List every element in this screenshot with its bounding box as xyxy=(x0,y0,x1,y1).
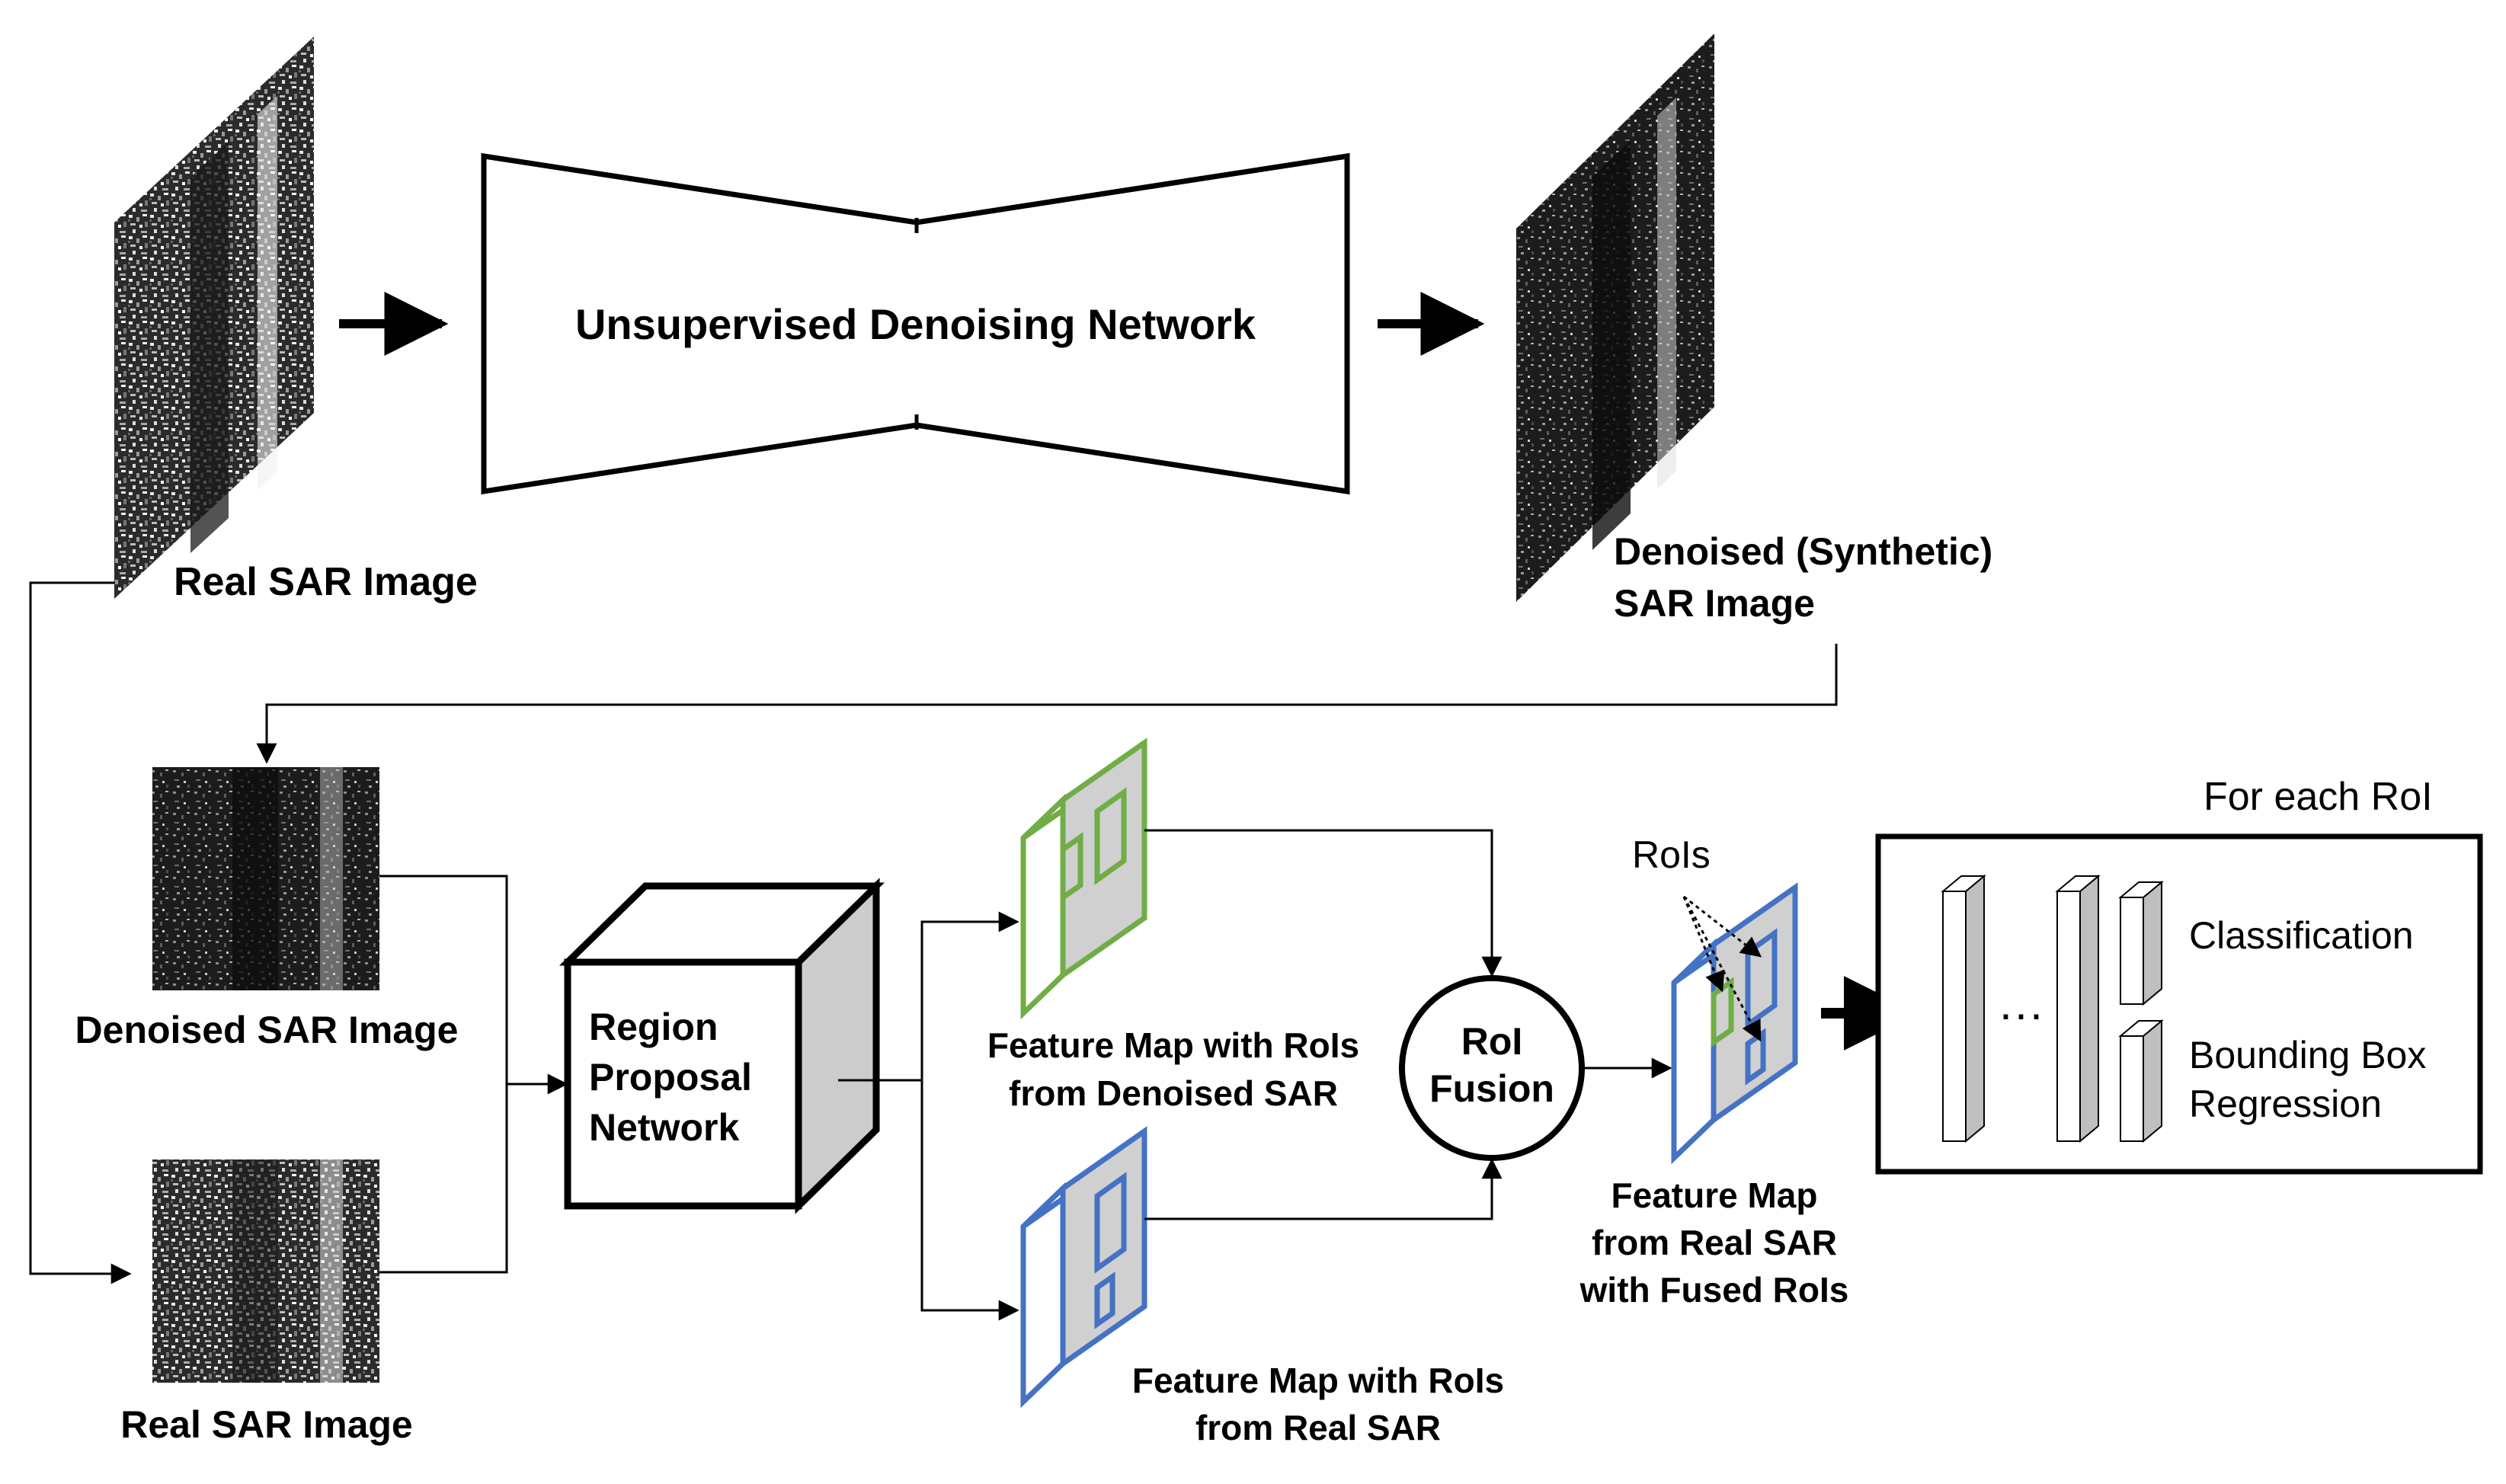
denoised-sar-image-bottom xyxy=(152,767,379,990)
connector-denoised-to-bottom xyxy=(256,644,1838,764)
label-rpn-1: Region xyxy=(589,1006,719,1048)
label-rois: RoIs xyxy=(1632,833,1711,876)
label-denoised-synthetic-1: Denoised (Synthetic) xyxy=(1614,530,1993,573)
label-roi-fusion-1: RoI xyxy=(1461,1020,1523,1063)
label-real-sar-bottom: Real SAR Image xyxy=(120,1403,413,1446)
label-classification: Classification xyxy=(2189,914,2414,957)
denoised-sar-image-top xyxy=(1516,34,1714,602)
label-bbox-2: Regression xyxy=(2189,1083,2382,1125)
label-denoised-sar-image: Denoised SAR Image xyxy=(75,1009,459,1051)
label-fused-2: from Real SAR xyxy=(1591,1223,1838,1262)
feature-map-real xyxy=(1020,1126,1147,1409)
label-fm-denoised-1: Feature Map with RoIs xyxy=(987,1025,1360,1065)
label-fused-3: with Fused RoIs xyxy=(1579,1270,1849,1310)
label-rpn-3: Network xyxy=(589,1106,740,1149)
feature-map-denoised xyxy=(1020,737,1147,1020)
feature-map-fused xyxy=(1671,882,1798,1165)
label-denoising-network: Unsupervised Denoising Network xyxy=(574,300,1256,348)
label-denoised-synthetic-2: SAR Image xyxy=(1614,582,1815,625)
fc-layer-2 xyxy=(2055,874,2101,1143)
connector-real-to-bottom xyxy=(29,581,132,1284)
real-sar-image-bottom xyxy=(152,1159,379,1383)
label-bbox-1: Bounding Box xyxy=(2189,1034,2427,1076)
label-roi-fusion-2: Fusion xyxy=(1429,1067,1554,1110)
ellipsis-icon: ··· xyxy=(1998,988,2044,1039)
label-fm-real-1: Feature Map with RoIs xyxy=(1131,1361,1505,1400)
fc-bbox-head xyxy=(2118,1019,2164,1143)
rpn-cube xyxy=(558,878,885,1214)
label-fused-1: Feature Map xyxy=(1611,1175,1818,1215)
fc-layer-1 xyxy=(1941,874,1986,1143)
fc-classification-head xyxy=(2118,880,2164,1006)
label-rpn-2: Proposal xyxy=(589,1056,752,1099)
label-fm-real-2: from Real SAR xyxy=(1195,1408,1442,1447)
label-for-each-roi: For each RoI xyxy=(2204,775,2433,819)
label-fm-denoised-2: from Denoised SAR xyxy=(1009,1073,1338,1113)
real-sar-image-top xyxy=(114,37,314,599)
label-real-sar-top: Real SAR Image xyxy=(174,560,478,604)
